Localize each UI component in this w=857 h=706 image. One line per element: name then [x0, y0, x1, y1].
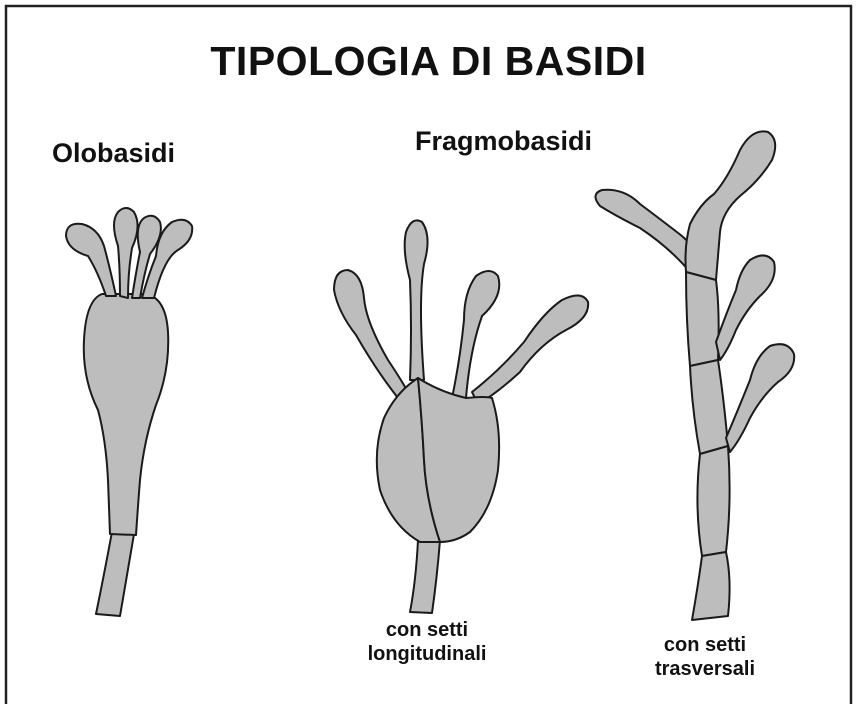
longitudinal-septa-caption: con setti longitudinali — [342, 618, 512, 666]
fragmo-trans-cell — [697, 446, 729, 556]
olobasidio-drawing — [66, 208, 192, 616]
caption-line: con setti — [625, 633, 785, 657]
olobasidi-heading: Olobasidi — [52, 138, 175, 169]
fragmo-trans-sterigma — [716, 255, 775, 360]
fragmo-long-sterigma — [405, 220, 428, 380]
fragmo-trans-stem — [692, 552, 730, 620]
transverse-septa-caption: con setti trasversali — [625, 633, 785, 681]
caption-line: trasversali — [625, 657, 785, 681]
olobasidio-body — [84, 294, 168, 535]
fragmobasidio-transverse-drawing — [595, 131, 794, 620]
fragmo-long-stem — [410, 540, 440, 613]
fragmo-long-sterigma — [472, 295, 588, 404]
fragmobasidi-heading: Fragmobasidi — [415, 126, 592, 157]
caption-line: con setti — [342, 618, 512, 642]
fragmo-trans-sterigma — [726, 344, 794, 452]
fragmo-trans-cell — [690, 360, 728, 454]
fragmo-trans-cell — [686, 272, 719, 366]
olobasidio-stem — [96, 532, 134, 616]
fragmobasidio-longitudinal-drawing — [334, 220, 588, 613]
caption-line: longitudinali — [342, 642, 512, 666]
olobasidio-sterigma — [66, 224, 116, 296]
fragmo-long-sterigma — [334, 270, 410, 398]
diagram-title: TIPOLOGIA DI BASIDI — [0, 38, 857, 85]
